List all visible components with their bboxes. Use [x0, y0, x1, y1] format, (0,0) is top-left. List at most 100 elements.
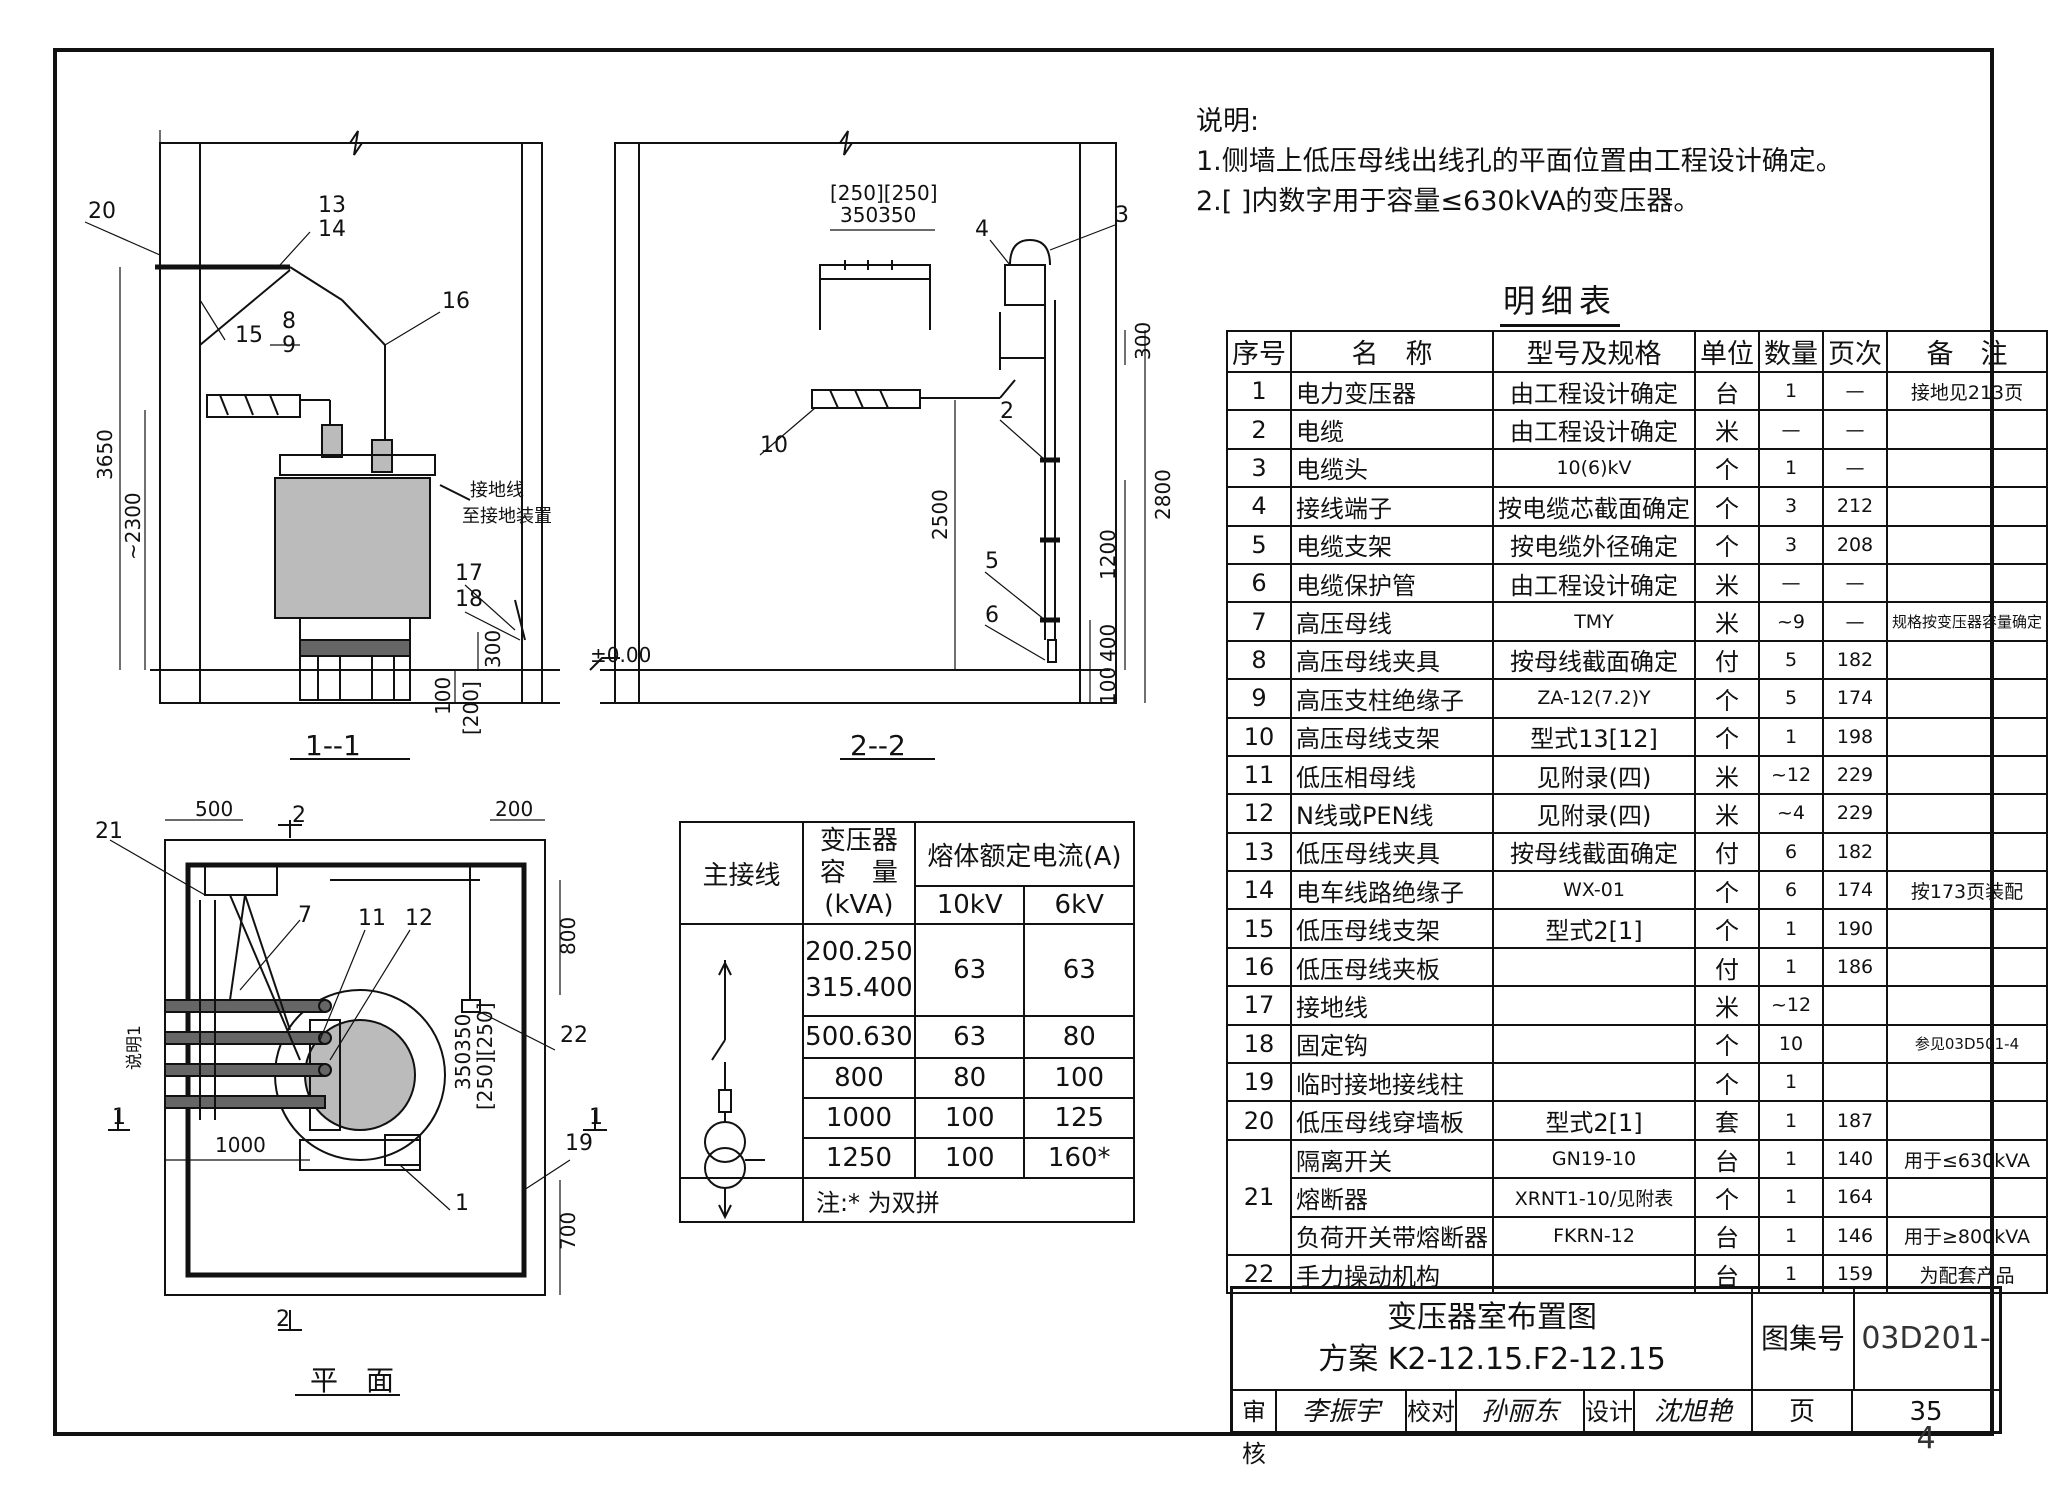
- cell-unit: 米: [1694, 985, 1760, 1026]
- cell-note: [1885, 562, 2048, 604]
- fuse-a10-4: 100: [913, 1097, 1026, 1139]
- atlas-label: 图集号: [1753, 1289, 1855, 1389]
- cell-qty: 10: [1758, 1023, 1824, 1065]
- cell-name: 临时接地接线柱: [1290, 1062, 1494, 1103]
- cell-qty: ~12: [1758, 985, 1824, 1026]
- cell-note: 用于≤630kVA: [1885, 1138, 2048, 1180]
- note-ref-1: 说明1: [125, 1025, 145, 1070]
- cell-qty: 1: [1758, 946, 1824, 988]
- cell-page: [1822, 1023, 1888, 1065]
- cell-unit: 米: [1694, 754, 1760, 796]
- cell-spec: 按电缆外径确定: [1492, 524, 1696, 565]
- cell-no: 16: [1226, 946, 1292, 988]
- cell-spec: 按电缆芯截面确定: [1492, 486, 1696, 527]
- ground-note-2: 至接地装置: [462, 506, 552, 527]
- cell-note: 接地见213页: [1885, 370, 2048, 412]
- dim-250-bracket: [250][250]: [830, 181, 938, 205]
- cell-note: [1885, 985, 2048, 1026]
- fuse-a6-1: 63: [1023, 923, 1135, 1017]
- fuse-a6-4: 125: [1023, 1097, 1135, 1139]
- cell-unit: 个: [1694, 447, 1760, 489]
- dim-400: 400: [1096, 624, 1120, 662]
- cell-spec: 按母线截面确定: [1492, 639, 1696, 681]
- cell-page: 164: [1822, 1177, 1888, 1218]
- tag-2: 2: [1000, 399, 1014, 424]
- cell-spec: [1492, 1023, 1696, 1065]
- cell-qty: 6: [1758, 831, 1824, 873]
- tag-4: 4: [975, 217, 989, 242]
- cell-unit: 个: [1694, 1062, 1760, 1103]
- reviewer-signature: 李振宇: [1277, 1389, 1407, 1431]
- tag-8: 8: [282, 309, 296, 334]
- parts-table-caption: 明细表: [1500, 276, 1620, 327]
- cell-name: 熔断器: [1290, 1177, 1494, 1218]
- dim-100-s2: 100: [1096, 667, 1120, 705]
- tag-5: 5: [985, 549, 999, 574]
- dim-250-plan: [250][250]: [473, 1002, 497, 1110]
- cell-note: [1885, 1062, 2048, 1103]
- cell-spec: [1492, 985, 1696, 1026]
- section-1-1: [84, 130, 560, 760]
- cell-no: 10: [1226, 716, 1292, 757]
- cell-note: [1885, 831, 2048, 873]
- tag-7: 7: [298, 903, 312, 928]
- cell-spec: 型式2[1]: [1492, 908, 1696, 949]
- cell-qty: 1: [1758, 716, 1824, 757]
- cell-name: 低压相母线: [1290, 754, 1494, 796]
- cell-no: 6: [1226, 562, 1292, 604]
- cell-name: 接线端子: [1290, 486, 1494, 527]
- tag-13: 13: [318, 193, 346, 218]
- cell-name: 高压母线夹具: [1290, 639, 1494, 681]
- header-spec: 型号及规格: [1492, 330, 1696, 373]
- fuse-a10-1: 63: [913, 923, 1026, 1017]
- cell-no: 4: [1226, 486, 1292, 527]
- cell-page: 186: [1822, 946, 1888, 988]
- tag-22: 22: [560, 1023, 588, 1048]
- cell-no: 21: [1226, 1138, 1292, 1256]
- section-mark-1-left: 1: [112, 1105, 126, 1130]
- dim-2300: ~2300: [121, 492, 145, 560]
- cell-page: 212: [1822, 486, 1888, 527]
- fuse-cap-4: 1000: [801, 1097, 916, 1139]
- drawing-labels: 1--1 2--2 平 面 接地线 至接地装置 ±0.00 3650 ~2300…: [88, 181, 1175, 1397]
- section-mark-2-top: 2: [292, 803, 306, 828]
- cell-no: 19: [1226, 1062, 1292, 1103]
- drawing-title: 变压器室布置图: [1387, 1300, 1597, 1335]
- cell-spec: 型式2[1]: [1492, 1100, 1696, 1141]
- cell-spec: 由工程设计确定: [1492, 370, 1696, 412]
- cell-qty: —: [1758, 562, 1824, 604]
- fuse-a10-2: 63: [913, 1015, 1026, 1059]
- cell-spec: FKRN-12: [1492, 1215, 1696, 1256]
- cell-unit: 个: [1694, 716, 1760, 757]
- cell-spec: ZA-12(7.2)Y: [1492, 678, 1696, 719]
- cell-spec: [1492, 946, 1696, 988]
- dim-300-s2: 300: [1131, 322, 1155, 360]
- note-item-2: 2.[ ]内数字用于容量≤630kVA的变压器。: [1196, 186, 1701, 217]
- cell-no: 13: [1226, 831, 1292, 873]
- cell-note: [1885, 908, 2048, 949]
- header-note: 备 注: [1885, 330, 2048, 373]
- tag-11: 11: [358, 906, 386, 931]
- dim-350-plan: 350350: [451, 1014, 475, 1090]
- dim-800: 800: [556, 917, 580, 955]
- cell-unit: 台: [1694, 370, 1760, 412]
- cell-qty: 1: [1758, 1215, 1824, 1256]
- cell-note: [1885, 409, 2048, 450]
- cell-note: [1885, 1177, 2048, 1218]
- cell-unit: 套: [1694, 1100, 1760, 1141]
- cell-unit: 台: [1694, 1138, 1760, 1180]
